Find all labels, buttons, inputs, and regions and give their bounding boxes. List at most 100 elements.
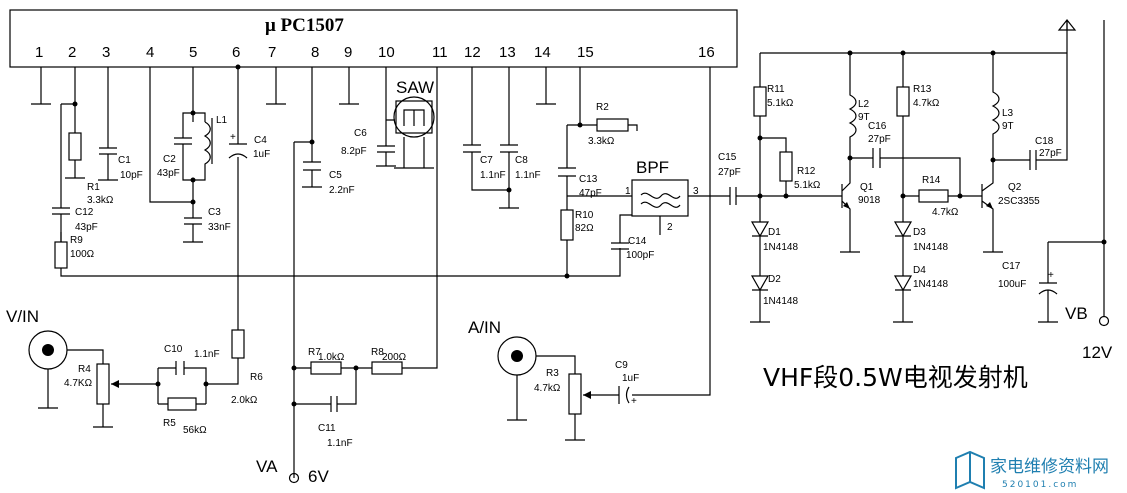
- c5-ref: C5: [329, 170, 342, 181]
- r3-body: [568, 373, 582, 415]
- components-left: [52, 96, 790, 269]
- r10-body: [560, 209, 574, 241]
- r11-body: [753, 86, 767, 117]
- audio-input: [497, 336, 630, 441]
- component-labels: R1 3.3kΩ C1 10pF L1 C2 43pF C3 33nF + C4…: [64, 78, 1062, 449]
- c14-ref: C14: [628, 236, 647, 247]
- bpf-ref: BPF: [636, 158, 669, 177]
- d4-ref: D4: [913, 265, 926, 276]
- c18-ref: C18: [1035, 136, 1054, 147]
- r10-val: 82Ω: [575, 223, 594, 234]
- r11-ref: R11: [767, 84, 785, 95]
- c9-val: 1uF: [622, 373, 639, 384]
- r9-body: [54, 241, 68, 269]
- c3-val: 33nF: [208, 222, 231, 233]
- pin-6: 6: [232, 44, 240, 61]
- q1-ref: Q1: [860, 182, 874, 193]
- l2-ref: L2: [858, 99, 870, 110]
- l3-val: 9T: [1002, 121, 1014, 132]
- watermark-url: 520101.com: [1002, 480, 1078, 490]
- r6-body: [231, 329, 245, 359]
- c12-ref: C12: [75, 207, 94, 218]
- r10-ref: R10: [575, 210, 594, 221]
- pin-8: 8: [311, 44, 319, 61]
- rf-stage-q2: [981, 19, 1110, 327]
- saw-ref: SAW: [396, 78, 434, 97]
- c6-ref: C6: [354, 128, 367, 139]
- pin-9: 9: [344, 44, 352, 61]
- ic-upc1507: μ PC1507 1 2 3 4 5 6 7 8 9 10 11 12 13 1…: [9, 9, 738, 68]
- r9-val: 100Ω: [70, 249, 95, 260]
- r14-ref: R14: [922, 175, 941, 186]
- c15-val: 27pF: [718, 167, 741, 178]
- c2-val: 43pF: [157, 168, 180, 179]
- v6-label: 6V: [308, 467, 329, 486]
- book-icon: [955, 450, 985, 490]
- r1-body: [68, 132, 82, 161]
- pin-1: 1: [35, 44, 43, 61]
- bpf-pin-in: 1: [625, 186, 631, 197]
- c4-plus: +: [230, 132, 236, 143]
- pin-3: 3: [102, 44, 110, 61]
- c11-ref: C11: [318, 423, 336, 434]
- pin-2: 2: [68, 44, 76, 61]
- d2-ref: D2: [768, 274, 781, 285]
- c16-val: 27pF: [868, 134, 891, 145]
- r7-ref: R7: [308, 347, 321, 358]
- r2-body: [596, 118, 629, 132]
- vb-label: VB: [1065, 304, 1088, 323]
- c15-ref: C15: [718, 152, 737, 163]
- va-section: [288, 361, 403, 484]
- c8-ref: C8: [515, 155, 528, 166]
- r14-body: [918, 189, 949, 203]
- l1-ref: L1: [216, 115, 228, 126]
- r3-ref: R3: [546, 368, 559, 379]
- vb-terminal: [1098, 315, 1110, 327]
- c1-ref: C1: [118, 155, 131, 166]
- c13-val: 47pF: [579, 188, 602, 199]
- watermark-text: 家电维修资料网: [990, 457, 1109, 477]
- terminal-labels: V/IN A/IN VA 6V VB 12V: [6, 304, 1113, 486]
- r8-body: [371, 361, 403, 375]
- r4-val: 4.7KΩ: [64, 378, 93, 389]
- q2-ref: Q2: [1008, 182, 1022, 193]
- r8-val: 200Ω: [382, 352, 407, 363]
- r6-ref: R6: [250, 372, 263, 383]
- c17-ref: C17: [1002, 261, 1021, 272]
- c10-ref: C10: [164, 344, 183, 355]
- bpf-filter: [631, 179, 689, 217]
- r12-val: 5.1kΩ: [794, 180, 821, 191]
- video-input: [28, 329, 245, 428]
- r14-val: 4.7kΩ: [932, 207, 959, 218]
- c7-val: 1.1nF: [480, 170, 506, 181]
- c17-plus: +: [1048, 270, 1054, 281]
- pin-10: 10: [378, 44, 395, 61]
- ic-title: μ PC1507: [265, 15, 344, 36]
- r4-body: [96, 363, 110, 405]
- bpf-pin-out: 3: [693, 186, 699, 197]
- c12-val: 43pF: [75, 222, 98, 233]
- r1-val: 3.3kΩ: [87, 195, 114, 206]
- r1-ref: R1: [87, 182, 100, 193]
- r13-ref: R13: [913, 84, 932, 95]
- c9-plus: +: [631, 396, 637, 407]
- r5-val: 56kΩ: [183, 425, 207, 436]
- r11-val: 5.1kΩ: [767, 98, 794, 109]
- r7-body: [310, 361, 342, 375]
- l2-val: 9T: [858, 112, 870, 123]
- pin-11: 11: [432, 44, 448, 61]
- c1-val: 10pF: [120, 170, 143, 181]
- d2-val: 1N4148: [763, 296, 798, 307]
- c18-val: 27pF: [1039, 148, 1062, 159]
- c3-ref: C3: [208, 207, 221, 218]
- r2-ref: R2: [596, 102, 609, 113]
- c9-ref: C9: [615, 360, 628, 371]
- c13-ref: C13: [579, 174, 598, 185]
- a-in-label: A/IN: [468, 318, 501, 337]
- r13-val: 4.7kΩ: [913, 98, 940, 109]
- pin-15: 15: [577, 44, 594, 61]
- saw-filter: [393, 96, 435, 138]
- d3-ref: D3: [913, 227, 926, 238]
- r12-ref: R12: [797, 166, 816, 177]
